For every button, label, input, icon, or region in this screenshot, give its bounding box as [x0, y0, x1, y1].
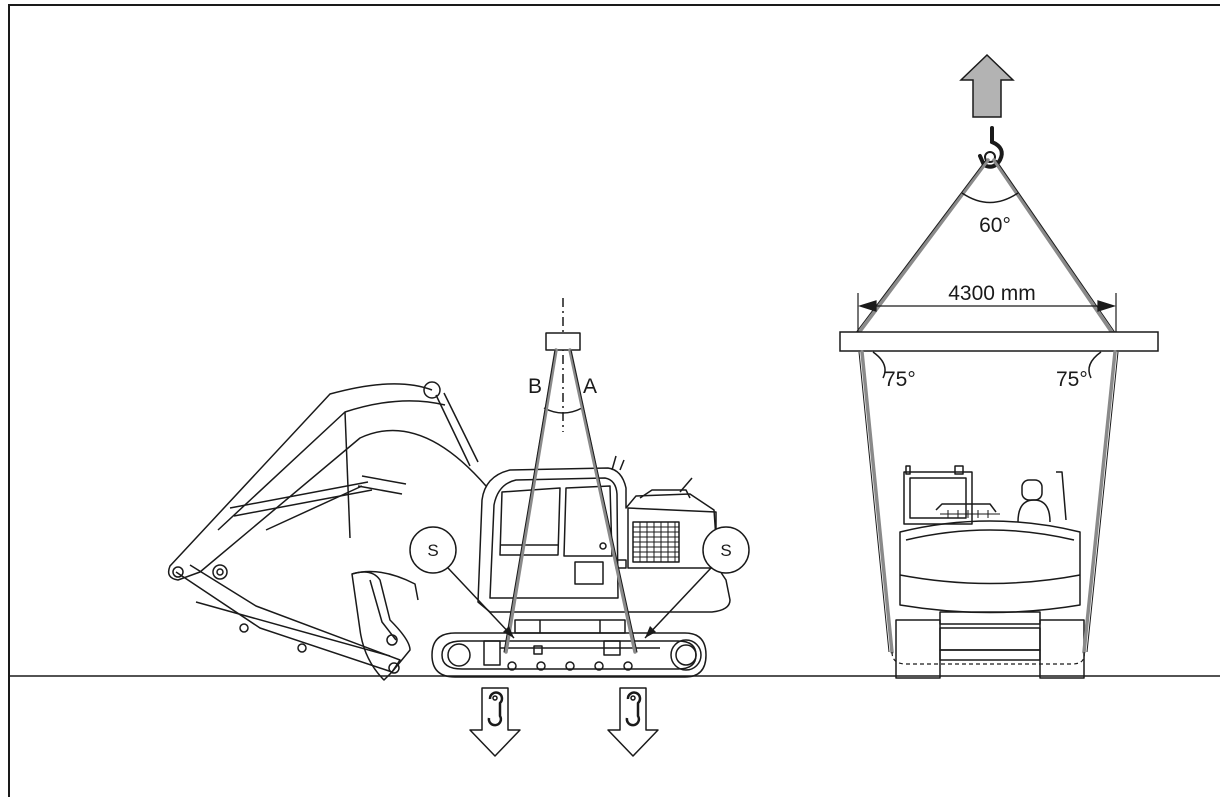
angle-arc-left — [872, 351, 886, 379]
spreader-width-label: 4300 mm — [948, 282, 1036, 305]
slings-side — [504, 348, 637, 654]
sling-marker-rear-label: S — [720, 541, 731, 560]
angle-top-label: 60° — [979, 214, 1011, 237]
slings-top — [856, 158, 1115, 336]
slings-front-edge — [858, 351, 1119, 653]
sling-marker-front — [409, 526, 515, 639]
frame — [8, 4, 1220, 802]
crane-hook-icon — [978, 126, 1004, 169]
slings-side-edge — [503, 349, 638, 653]
sling-marker-front-label: S — [427, 541, 438, 560]
spreader-bar — [839, 331, 1159, 352]
angle-right-label: 75° — [1056, 368, 1088, 391]
sling-loop — [891, 651, 1085, 665]
sling-marker-rear — [644, 526, 750, 639]
angle-left-label: 75° — [884, 368, 916, 391]
boom-arm — [167, 381, 487, 681]
lifting-point-front — [469, 687, 521, 757]
slings-front — [860, 350, 1117, 654]
front-view-machine — [895, 465, 1085, 679]
slings-top-edge — [854, 159, 1117, 335]
label-a: A — [583, 375, 597, 398]
angle-arc-top — [961, 192, 1019, 204]
dimension-line — [857, 293, 1117, 333]
side-view — [167, 298, 731, 757]
lifting-point-rear — [607, 687, 659, 757]
track-side — [431, 619, 707, 678]
up-arrow-icon — [959, 53, 1015, 118]
sling-angle-arc — [543, 407, 583, 414]
label-b: B — [528, 375, 542, 398]
angle-arc-right — [1088, 351, 1102, 379]
hook-block — [545, 332, 581, 351]
